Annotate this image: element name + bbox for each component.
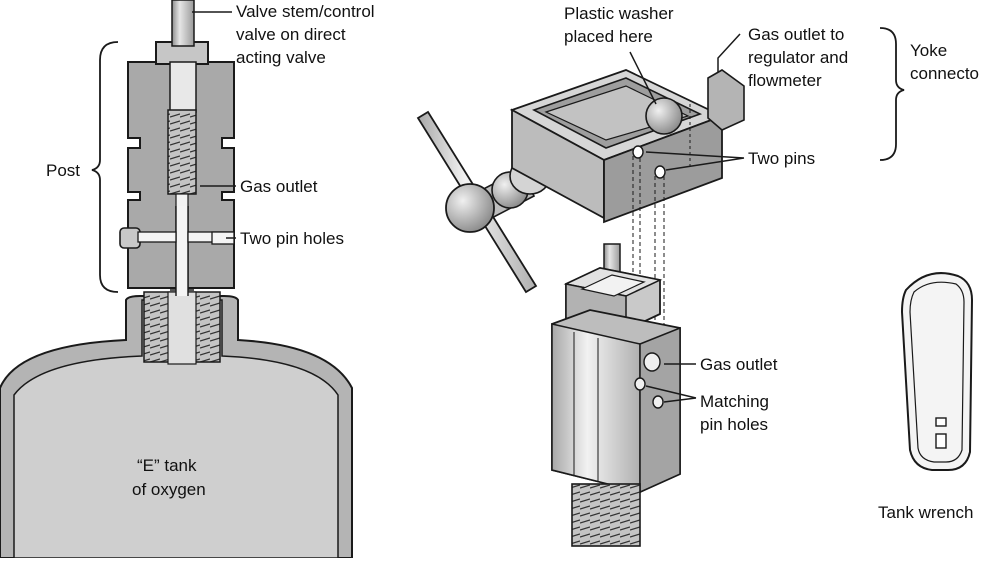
stem-threads <box>167 109 197 195</box>
label-valve-stem-3: acting valve <box>236 48 326 67</box>
yoke-connector <box>416 69 745 398</box>
label-matching-1: Matching <box>700 392 769 411</box>
alignment-dashes <box>632 156 665 398</box>
label-tank-wrench: Tank wrench <box>878 503 973 522</box>
label-valve-stem-1: Valve stem/control <box>236 2 375 21</box>
label-yoke-1: Yoke <box>910 41 947 60</box>
wrench-slot-1 <box>935 417 947 427</box>
post-valve-threads <box>571 483 641 547</box>
post-gas-outlet <box>643 352 661 372</box>
label-gas-outlet-to-3: flowmeter <box>748 71 822 90</box>
label-post: Post <box>46 161 80 180</box>
label-gas-outlet-left: Gas outlet <box>240 177 318 196</box>
label-matching-2: pin holes <box>700 415 768 434</box>
leader-two-pins <box>645 151 745 171</box>
label-yoke-2: connecto <box>910 64 979 83</box>
handle-knob <box>445 183 495 233</box>
wrench-slot-2 <box>935 433 947 449</box>
label-two-pins: Two pins <box>748 149 815 168</box>
tank-wrench <box>900 272 974 471</box>
e-tank-inner <box>13 299 339 559</box>
matching-pin-hole-1 <box>634 377 646 391</box>
label-two-pin-holes: Two pin holes <box>240 229 344 248</box>
label-washer-2: placed here <box>564 27 653 46</box>
valve-stem <box>171 0 195 47</box>
label-gas-outlet-right: Gas outlet <box>700 355 778 374</box>
yoke-outlet-nub <box>707 69 745 131</box>
leader-matching <box>645 385 697 403</box>
post-bracket <box>91 41 119 293</box>
label-tank-1: “E” tank <box>137 456 197 475</box>
label-tank-2: of oxygen <box>132 480 206 499</box>
label-gas-outlet-to-1: Gas outlet to <box>748 25 844 44</box>
matching-pin-hole-2 <box>652 395 664 409</box>
yoke-bracket <box>879 27 905 161</box>
yoke-pin-2 <box>654 165 666 179</box>
tank-cross-section <box>0 0 353 559</box>
plastic-washer <box>645 97 683 135</box>
side-knob <box>119 227 141 249</box>
label-valve-stem-2: valve on direct <box>236 25 346 44</box>
label-washer-1: Plastic washer <box>564 4 674 23</box>
post-valve-body <box>551 243 681 547</box>
leader-gas-outlet-to <box>717 33 741 72</box>
label-gas-outlet-to-2: regulator and <box>748 48 848 67</box>
yoke-pin-1 <box>632 145 644 159</box>
leader-washer <box>629 51 657 105</box>
